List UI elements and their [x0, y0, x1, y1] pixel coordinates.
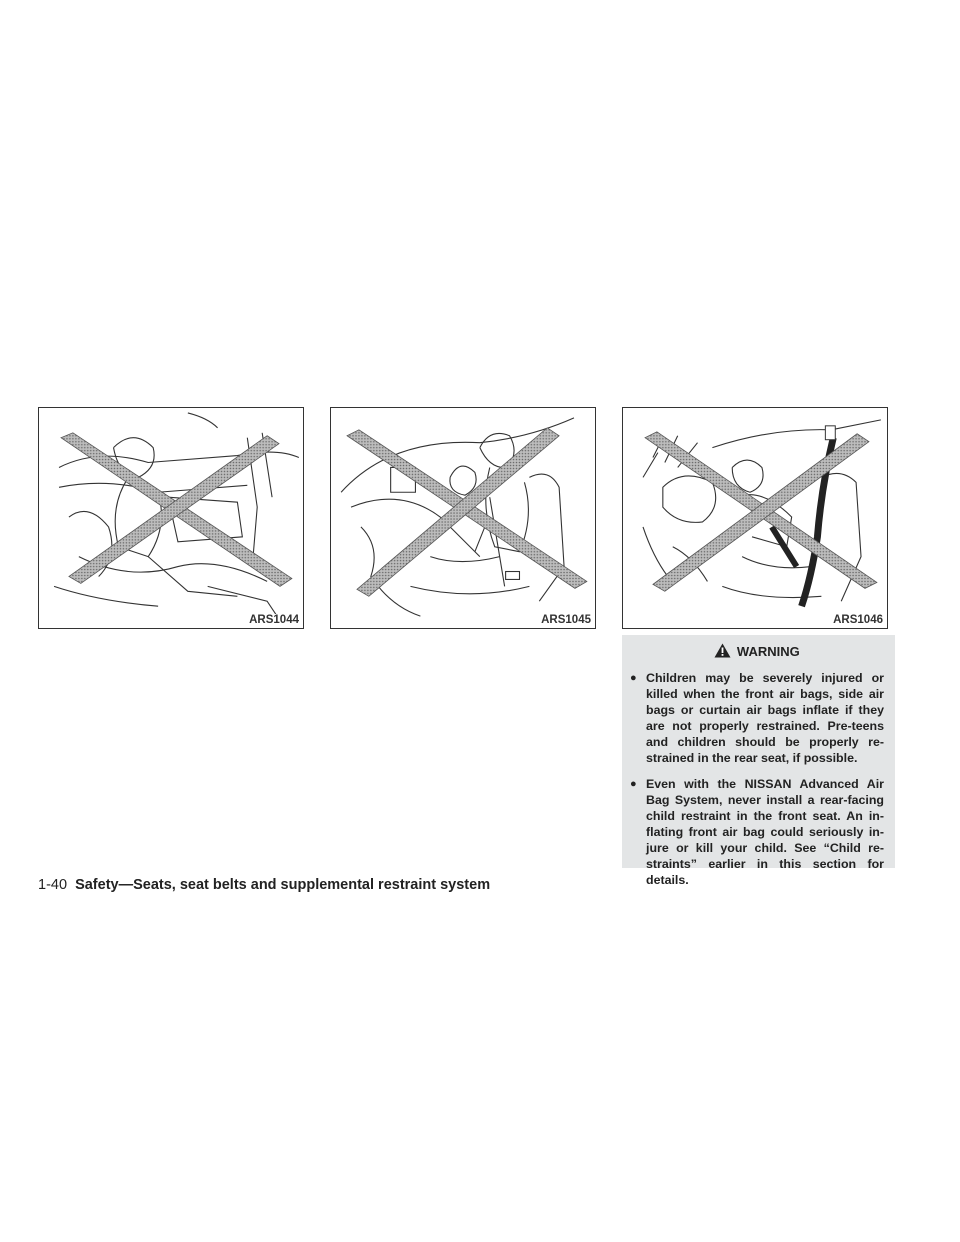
page-footer: 1-40 Safety—Seats, seat belts and supple… [38, 876, 490, 894]
warning-item-text: Children may be severely injured or kill… [646, 671, 884, 765]
child-held-on-lap-illustration [340, 417, 588, 617]
child-front-seat-illustration [53, 412, 300, 617]
page-number: 1-40 [38, 877, 68, 893]
bullet-icon: ● [630, 778, 637, 790]
figure-child-on-lap: ARS1045 [330, 407, 596, 629]
figure-airbag-deploying: ARS1046 [622, 407, 888, 629]
warning-title: WARNING [630, 643, 884, 660]
section-title: Safety—Seats, seat belts and supplementa… [75, 877, 491, 893]
figure-code: ARS1045 [540, 614, 592, 626]
warning-list: ● Children may be severely injured or ki… [630, 670, 884, 888]
figure-code: ARS1046 [832, 614, 884, 626]
list-item: ● Even with the NISSAN Advanced Air Bag … [630, 776, 884, 888]
figure-child-front-seat: ARS1044 [38, 407, 304, 629]
warning-box: WARNING ● Children may be severely injur… [622, 635, 895, 887]
figure-code: ARS1044 [248, 614, 300, 626]
list-item: ● Children may be severely injured or ki… [630, 670, 884, 766]
warning-title-text: WARNING [736, 644, 800, 659]
warning-item-text: Even with the NISSAN Advanced Air Bag Sy… [646, 777, 884, 887]
airbag-deploying-illustration [642, 419, 881, 608]
warning-triangle-icon [714, 643, 731, 658]
bullet-icon: ● [630, 672, 637, 684]
